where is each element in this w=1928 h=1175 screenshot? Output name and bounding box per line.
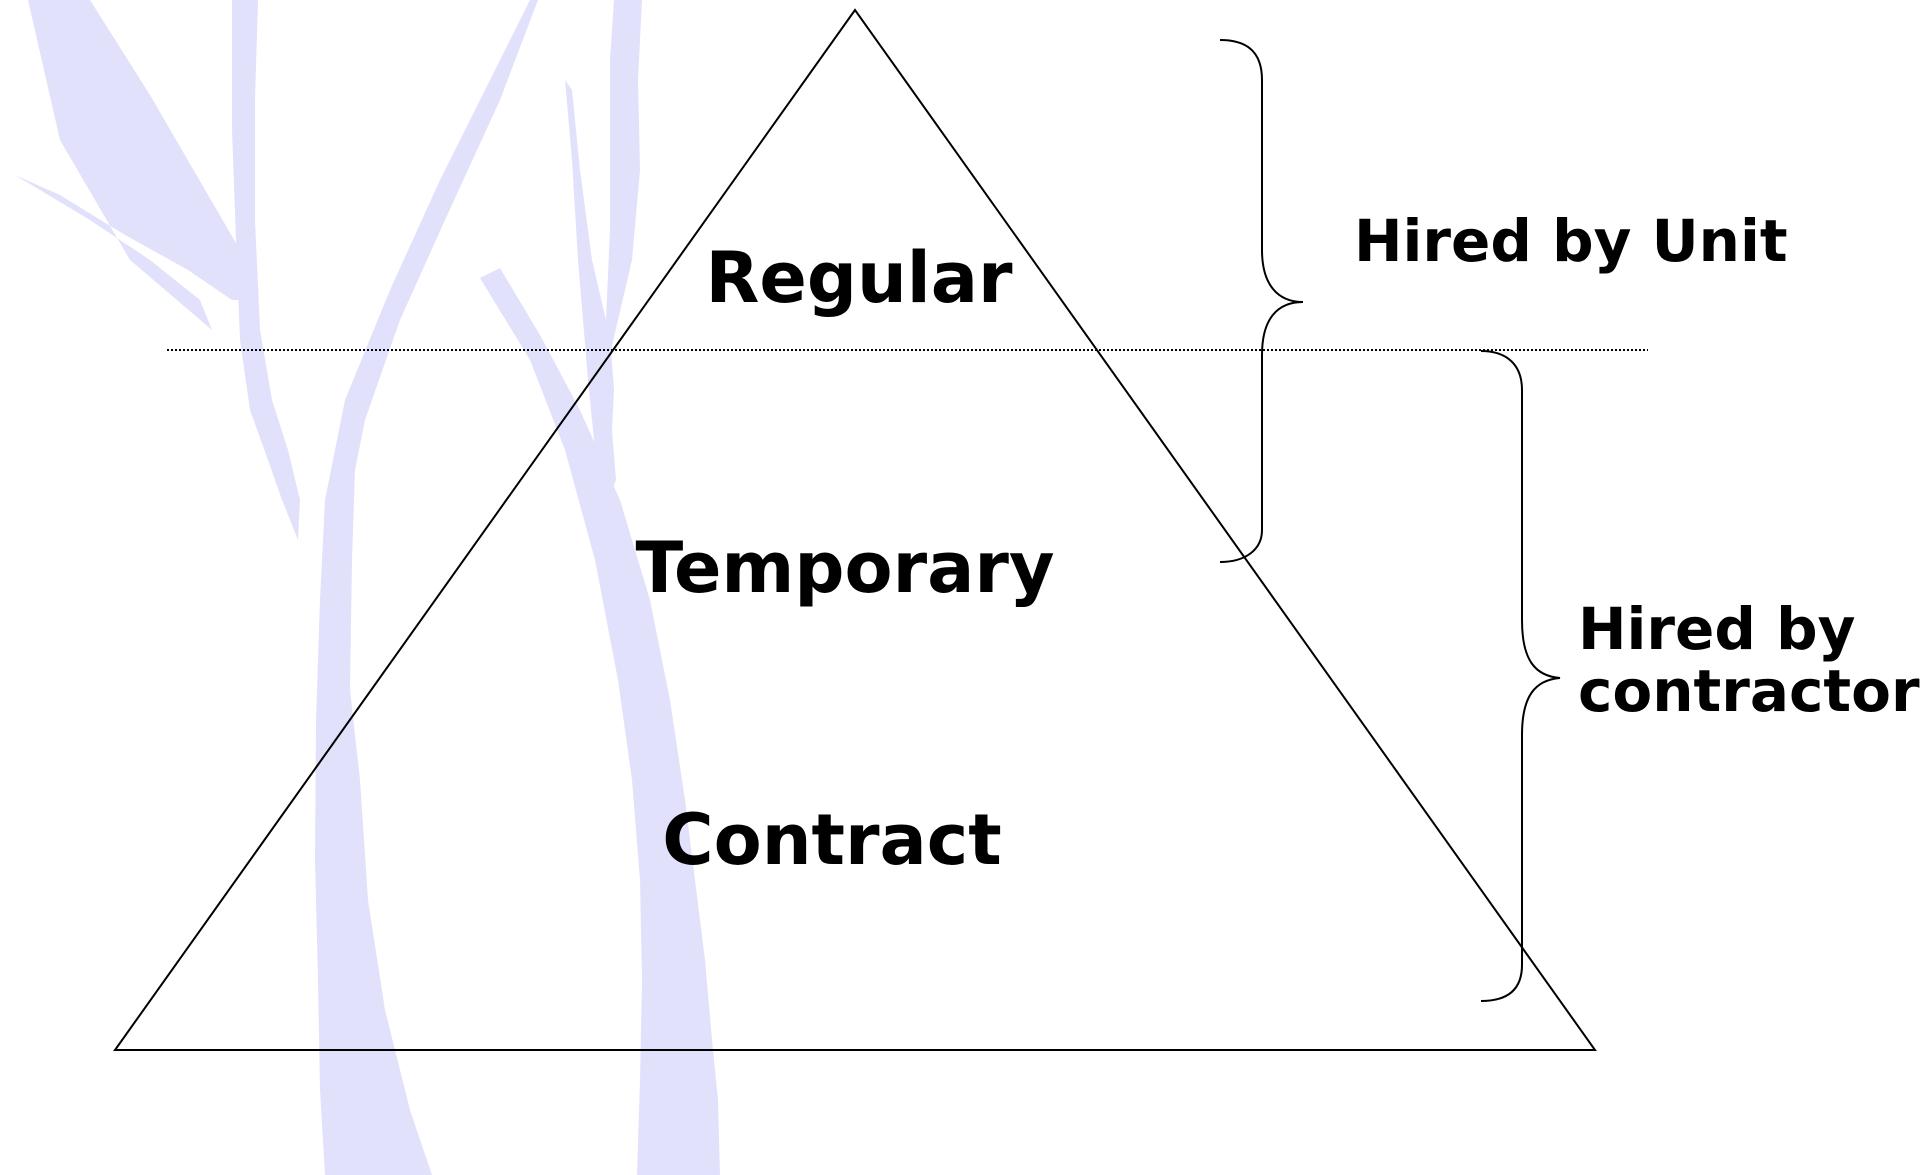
- tree-trunk-right: [565, 0, 642, 500]
- background-trees: [15, 0, 720, 1175]
- pyramid-triangle: [113, 8, 1597, 1051]
- tree-branch-diagonal: [480, 268, 720, 1175]
- tier-label-contract: Contract: [662, 799, 1002, 881]
- tier-label-temporary: Temporary: [635, 527, 1055, 609]
- tree-trunk-left: [232, 0, 300, 540]
- bracket-label-hired-by-contractor: Hired by contractor: [1578, 595, 1920, 726]
- tier-label-regular: Regular: [705, 237, 1013, 319]
- tree-branch-far-left: [15, 0, 250, 330]
- brace-hired-by-unit: [1219, 39, 1304, 563]
- bracket-label-hired-by-unit: Hired by Unit: [1354, 207, 1788, 275]
- brace-hired-by-contractor: [1480, 350, 1561, 1002]
- tree-trunk-center: [315, 0, 538, 1175]
